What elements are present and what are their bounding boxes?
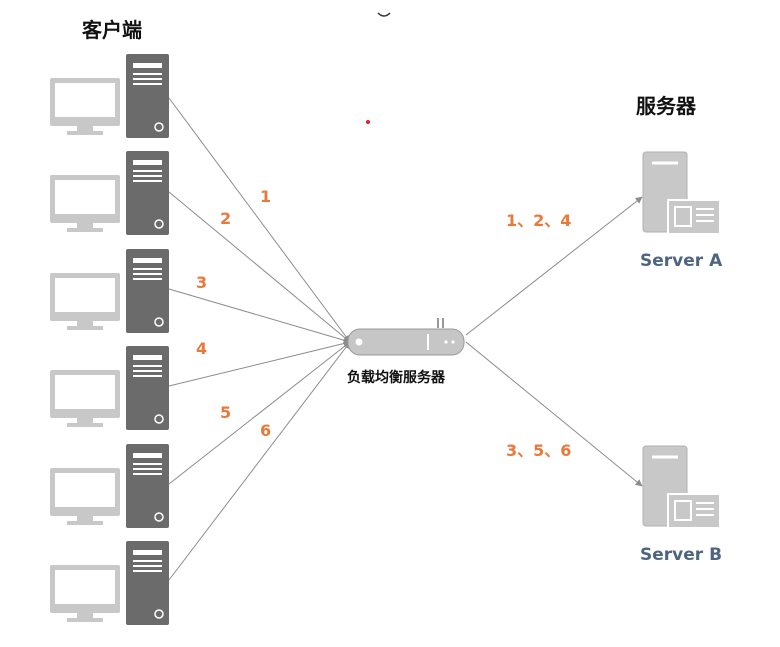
- request-label-1: 1: [260, 187, 271, 206]
- route-to-server-a: [465, 196, 643, 336]
- load-balancer-label: 负载均衡服务器: [347, 369, 446, 386]
- tower-icon: [126, 54, 169, 138]
- connection-2: [168, 191, 351, 343]
- monitor-icon: [50, 273, 120, 330]
- connections: [168, 97, 351, 581]
- connection-4: [168, 340, 351, 387]
- server-a: Server A: [640, 151, 723, 271]
- client-4: 4: [50, 339, 207, 430]
- client-3: 3: [50, 249, 207, 333]
- clients-title: 客户端: [81, 18, 142, 42]
- connection-1: [168, 97, 351, 343]
- client-list: 1 2 3 4 5 6: [50, 54, 271, 625]
- connection-3: [168, 288, 351, 344]
- client-6: 6: [50, 421, 271, 625]
- connection-6: [168, 341, 351, 581]
- servers-title: 服务器: [636, 94, 697, 118]
- monitor-icon: [50, 565, 120, 622]
- server-b-icon: [642, 445, 721, 529]
- load-balancer: [347, 318, 465, 356]
- red-dot: [366, 120, 370, 124]
- connection-5: [168, 341, 351, 485]
- server-a-requests: 1、2、4: [506, 211, 571, 230]
- server-a-icon: [642, 151, 721, 235]
- tower-icon: [126, 249, 169, 333]
- client-2: 2: [50, 151, 231, 235]
- tower-icon: [126, 444, 169, 528]
- request-label-3: 3: [196, 273, 207, 292]
- tower-icon: [126, 151, 169, 235]
- server-b: Server B: [640, 445, 722, 565]
- monitor-icon: [50, 468, 120, 525]
- request-label-4: 4: [196, 339, 207, 358]
- server-b-requests: 3、5、6: [506, 441, 571, 460]
- server-a-label: Server A: [640, 251, 723, 271]
- tower-icon: [126, 541, 169, 625]
- tower-icon: [126, 346, 169, 430]
- request-label-5: 5: [220, 403, 231, 422]
- route-to-server-b: [465, 341, 643, 487]
- client-1: 1: [50, 54, 271, 206]
- monitor-icon: [50, 175, 120, 232]
- monitor-icon: [50, 370, 120, 427]
- request-label-6: 6: [260, 421, 271, 440]
- client-5: 5: [50, 403, 231, 528]
- top-mark: [377, 12, 391, 17]
- server-b-label: Server B: [640, 545, 722, 565]
- monitor-icon: [50, 78, 120, 135]
- request-label-2: 2: [220, 209, 231, 228]
